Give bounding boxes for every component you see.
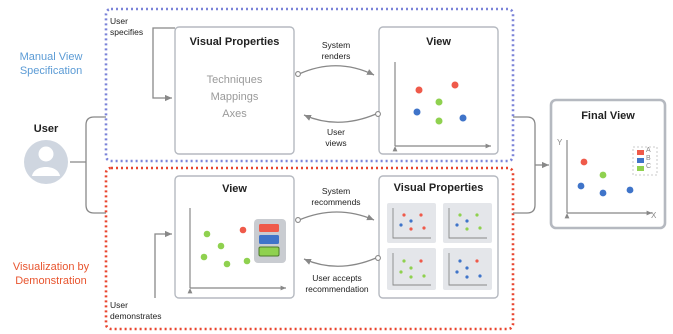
recommendation-thumbnails [387,203,492,290]
final-view-title: Final View [581,110,635,122]
user-accepts-arrow [303,257,377,267]
user-views-arrow [303,113,377,123]
manual-section-border [104,7,515,163]
manual-view-title: View [426,36,451,48]
manual-vp-item-axes: Axes [222,108,247,120]
manual-view-box [378,26,499,155]
user-label: User [33,123,59,135]
user-demonstrates-loop [154,230,172,298]
final-axis-y-label: Y [557,138,563,147]
manual-vp-item-techniques: Techniques [206,74,263,86]
legend-label-b: B [646,155,651,162]
system-renders-arrow [298,65,375,76]
demo-view-box [174,175,295,299]
thumbnail-2[interactable] [443,203,492,243]
demo-view-scatter [190,208,286,288]
demo-vp-title: Visual Properties [393,182,484,194]
user-specifies-loop [152,27,175,102]
user-branch-connector [70,116,106,214]
manual-vp-box [174,26,295,155]
color-palette-widget[interactable] [254,219,286,263]
manual-vp-item-mappings: Mappings [210,91,259,103]
system-recommends-arrow [298,211,375,221]
legend-label-a: A [646,147,651,154]
demo-view-title: View [222,183,247,195]
final-axis-x-label: X [651,211,657,220]
merge-connector [513,116,549,214]
manual-view-scatter [395,62,491,146]
thumbnail-1[interactable] [387,203,436,243]
final-legend-box [632,146,658,176]
final-view-chart [567,140,657,213]
final-legend-labels: A B C [646,147,651,171]
legend-label-c: C [646,163,652,170]
user-avatar-icon [24,140,68,184]
demo-section-border [104,166,515,331]
manual-vp-title: Visual Properties [189,36,280,48]
